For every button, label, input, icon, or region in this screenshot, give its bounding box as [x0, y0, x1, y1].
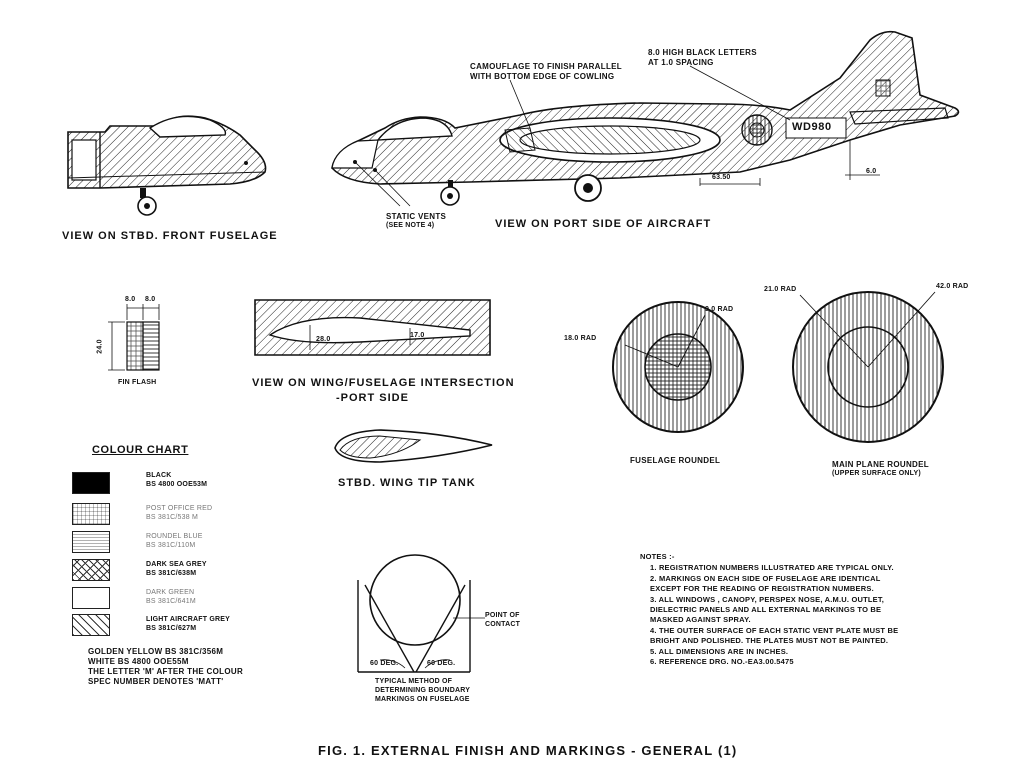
- fin-flash-dim-h: 24.0: [96, 339, 104, 354]
- boundary-caption-1: TYPICAL METHOD OF: [375, 678, 453, 685]
- callout-camouflage-1: CAMOUFLAGE TO FINISH PARALLEL: [470, 62, 622, 71]
- fuselage-roundel-outer-radius: 18.0 RAD: [564, 335, 597, 342]
- swatch-spec: BS 381C/638M: [146, 570, 197, 577]
- angle-right-label: 60 DEG.: [427, 660, 456, 667]
- callout-letters-1: 8.0 HIGH BLACK LETTERS: [648, 48, 757, 57]
- note-line: BRIGHT AND POLISHED. THE PLATES MUST NOT…: [650, 636, 889, 645]
- angle-left-label: 60 DEG.: [370, 660, 399, 667]
- note-line: 3. ALL WINDOWS , CANOPY, PERSPEX NOSE, A…: [650, 595, 885, 604]
- swatch-spec: BS 4800 OOE53M: [146, 481, 208, 488]
- wing-fuselage-intersection-view: [254, 299, 491, 356]
- view-label-wing-fuselage-2: -PORT SIDE: [336, 392, 409, 404]
- colour-chart-footer: SPEC NUMBER DENOTES 'MATT': [88, 677, 224, 686]
- swatch-name: ROUNDEL BLUE: [146, 533, 203, 540]
- main-roundel-label-2: (UPPER SURFACE ONLY): [832, 470, 921, 477]
- note-line: 2. MARKINGS ON EACH SIDE OF FUSELAGE ARE…: [650, 574, 881, 583]
- callout-camouflage-2: WITH BOTTOM EDGE OF COWLING: [470, 72, 615, 81]
- fin-flash-view: [108, 304, 160, 371]
- colour-chart-footer: GOLDEN YELLOW BS 381C/356M: [88, 647, 224, 656]
- point-of-contact-label-2: CONTACT: [485, 621, 521, 628]
- boundary-caption-3: MARKINGS ON FUSELAGE: [375, 696, 470, 703]
- colour-chart-footer: THE LETTER 'M' AFTER THE COLOUR: [88, 667, 244, 676]
- colour-chart-footer: WHITE BS 4800 OOE55M: [88, 657, 189, 666]
- swatch-post-office-red: [72, 503, 110, 525]
- swatch-black: [72, 472, 110, 494]
- note-line: 1. REGISTRATION NUMBERS ILLUSTRATED ARE …: [650, 563, 894, 572]
- wing-dim-17: 17.0: [410, 332, 425, 339]
- notes-title: NOTES :-: [640, 552, 675, 561]
- swatch-light-aircraft-grey: [72, 614, 110, 636]
- colour-chart-title: COLOUR CHART: [92, 444, 189, 456]
- swatch-dark-green: [72, 587, 110, 609]
- swatch-roundel-blue: [72, 531, 110, 553]
- note-line: 5. ALL DIMENSIONS ARE IN INCHES.: [650, 647, 789, 656]
- fuselage-roundel: [612, 301, 744, 433]
- note-line: MASKED AGAINST SPRAY.: [650, 615, 751, 624]
- main-roundel-inner-radius: 21.0 RAD: [764, 286, 797, 293]
- registration-letters: WD980: [792, 121, 832, 133]
- callout-letters-2: AT 1.0 SPACING: [648, 58, 714, 67]
- view-label-wing-fuselage: VIEW ON WING/FUSELAGE INTERSECTION: [252, 377, 515, 389]
- swatch-spec: BS 381C/110M: [146, 542, 196, 549]
- view-label-wing-tip-tank: STBD. WING TIP TANK: [338, 477, 476, 489]
- fin-flash-dim-w2: 8.0: [145, 296, 156, 303]
- swatch-name: POST OFFICE RED: [146, 505, 213, 512]
- note-line: 4. THE OUTER SURFACE OF EACH STATIC VENT…: [650, 626, 899, 635]
- main-roundel-outer-radius: 42.0 RAD: [936, 283, 969, 290]
- wing-dim-28: 28.0: [316, 336, 331, 343]
- figure-title: FIG. 1. EXTERNAL FINISH AND MARKINGS - G…: [318, 743, 738, 758]
- swatch-name: DARK SEA GREY: [146, 561, 207, 568]
- fuselage-roundel-label: FUSELAGE ROUNDEL: [630, 456, 721, 465]
- stbd-front-fuselage-view: [67, 115, 267, 216]
- swatch-name: BLACK: [146, 472, 172, 479]
- note-line: DIELECTRIC PANELS AND ALL EXTERNAL MARKI…: [650, 605, 882, 614]
- note-line: EXCEPT FOR THE READING OF REGISTRATION N…: [650, 584, 874, 593]
- fin-flash-label: FIN FLASH: [118, 379, 157, 386]
- point-of-contact-label-1: POINT OF: [485, 612, 520, 619]
- fin-flash-dim-w1: 8.0: [125, 296, 136, 303]
- view-label-stbd-front: VIEW ON STBD. FRONT FUSELAGE: [62, 230, 278, 242]
- callout-static-vents-2: (SEE NOTE 4): [386, 222, 435, 229]
- swatch-name: DARK GREEN: [146, 589, 195, 596]
- callout-static-vents-1: STATIC VENTS: [386, 212, 447, 221]
- swatch-dark-sea-grey: [72, 559, 110, 581]
- swatch-spec: BS 381C/627M: [146, 625, 197, 632]
- boundary-caption-2: DETERMINING BOUNDARY: [375, 687, 471, 694]
- main-roundel-label-1: MAIN PLANE ROUNDEL: [832, 460, 929, 469]
- dimension-63-50: 63.50: [712, 174, 731, 181]
- port-side-aircraft-view: [331, 30, 960, 207]
- swatch-spec: BS 381C/641M: [146, 598, 196, 605]
- swatch-spec: BS 381C/538 M: [146, 514, 199, 521]
- swatch-name: LIGHT AIRCRAFT GREY: [146, 616, 231, 623]
- note-line: 6. REFERENCE DRG. NO.-EA3.00.5475: [650, 657, 794, 666]
- wing-tip-tank-view: [334, 429, 493, 463]
- dimension-6-0: 6.0: [866, 168, 877, 175]
- fuselage-roundel-inner-radius: 9.0 RAD: [705, 306, 734, 313]
- view-label-port-side: VIEW ON PORT SIDE OF AIRCRAFT: [495, 218, 712, 230]
- boundary-method-diagram: [357, 554, 485, 673]
- main-plane-roundel: [792, 291, 944, 443]
